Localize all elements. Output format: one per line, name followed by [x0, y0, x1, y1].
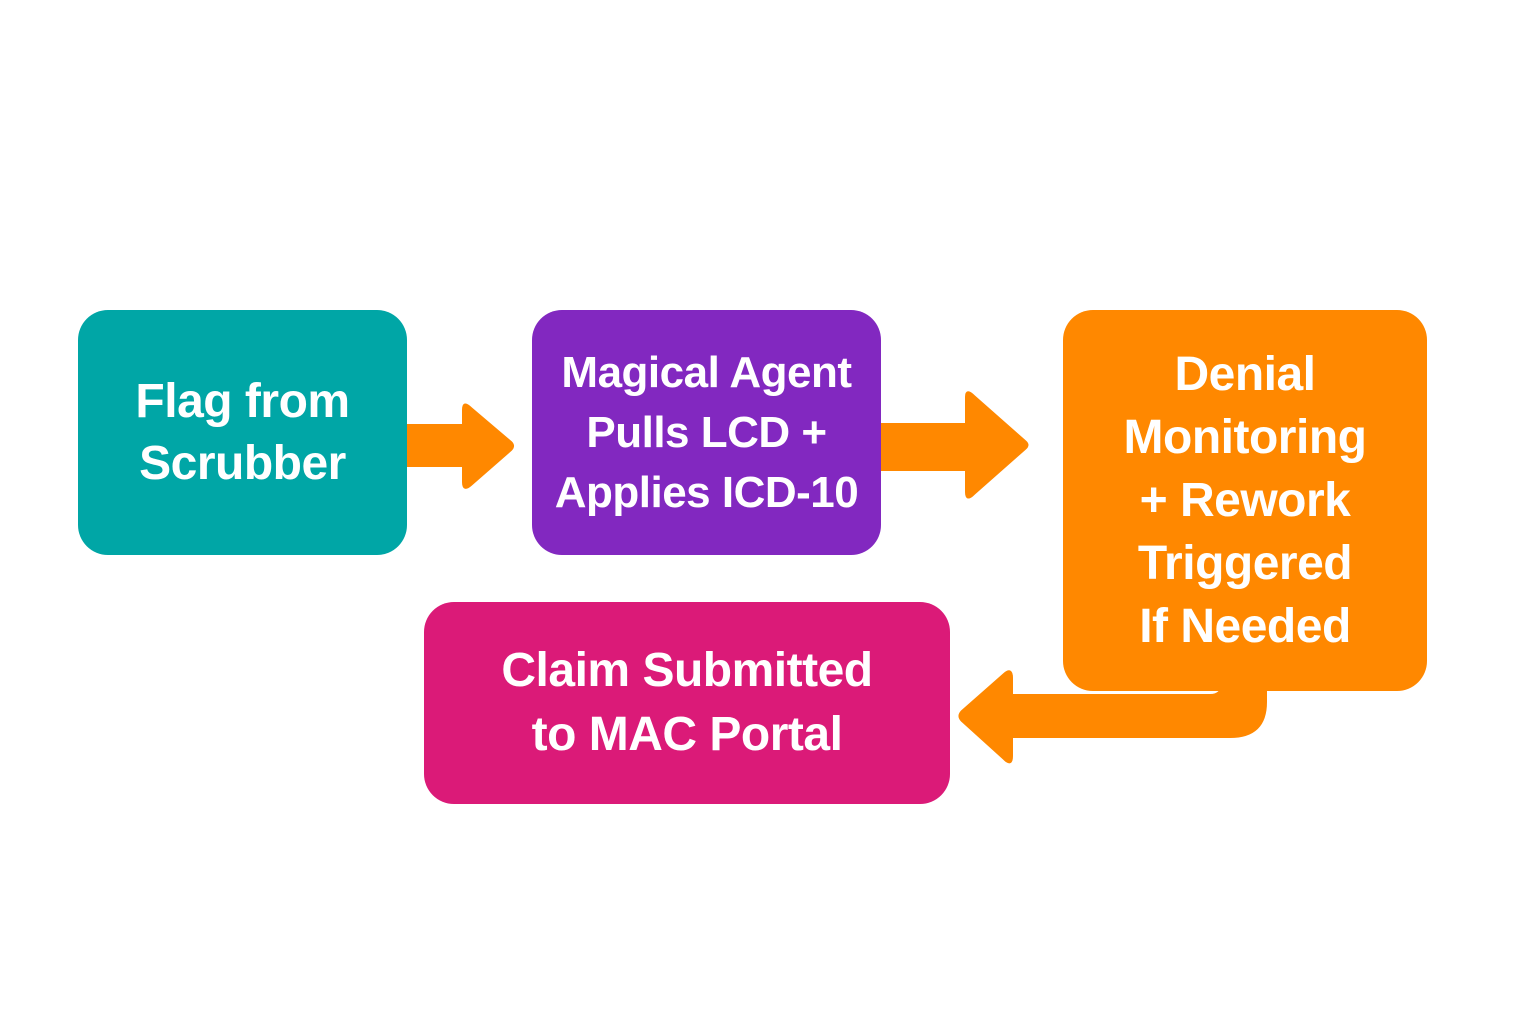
arrow-left-curved-icon [958, 659, 1267, 764]
step-label: Flag from Scrubber [135, 374, 350, 490]
step-label: Denial Monitoring + Rework Triggered If … [1123, 348, 1367, 653]
step-denial-monitoring: Denial Monitoring + Rework Triggered If … [1063, 310, 1427, 691]
step-claim-submitted: Claim Submitted to MAC Portal [424, 602, 950, 804]
step-label: Magical Agent Pulls LCD + Applies ICD-10 [554, 347, 859, 517]
step-label: Claim Submitted to MAC Portal [501, 644, 873, 761]
step-magical-agent: Magical Agent Pulls LCD + Applies ICD-10 [532, 310, 881, 555]
step-flag-from-scrubber: Flag from Scrubber [78, 310, 407, 555]
arrow-right-icon [878, 391, 1029, 499]
arrow-right-icon [403, 403, 514, 489]
